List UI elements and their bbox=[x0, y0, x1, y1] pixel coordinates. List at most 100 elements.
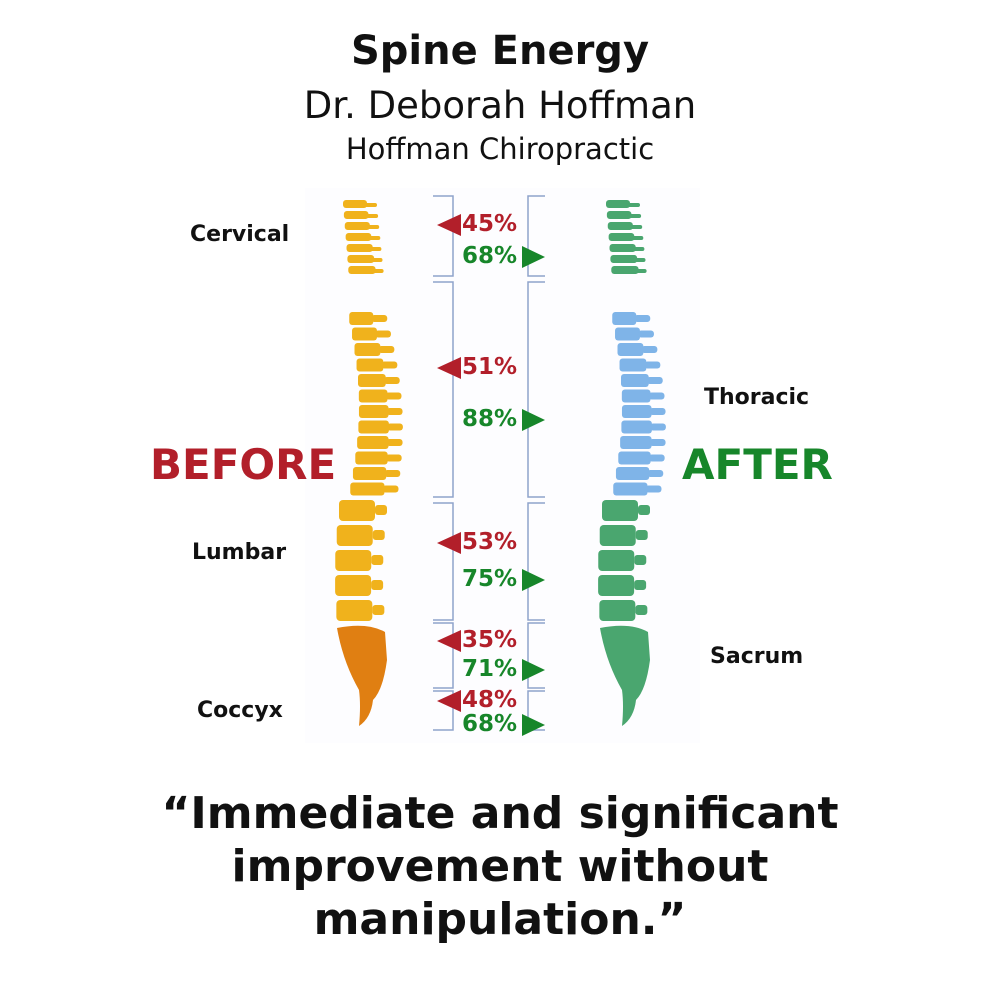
before-spine-cervical-vertebra bbox=[343, 211, 369, 219]
before-spine-cervical-process bbox=[365, 225, 380, 229]
green-arrow-right-icon bbox=[522, 409, 545, 431]
left-bracket bbox=[433, 502, 454, 621]
after-spine-thoracic-process bbox=[645, 485, 662, 493]
practice-name: Hoffman Chiropractic bbox=[345, 132, 655, 166]
after-spine-thoracic-process bbox=[637, 330, 654, 338]
after-spine-thoracic-vertebra bbox=[621, 420, 652, 434]
before-spine-lumbar-vertebra bbox=[336, 525, 373, 546]
after-spine-cervical-process bbox=[628, 225, 643, 229]
before-label: BEFORE bbox=[150, 440, 337, 489]
thoracic-before: 51% bbox=[462, 354, 518, 380]
lumbar-after: 75% bbox=[462, 566, 518, 592]
before-spine-thoracic-vertebra bbox=[352, 327, 377, 341]
red-arrow-left-icon bbox=[437, 214, 461, 236]
after-spine-cervical-vertebra bbox=[606, 211, 632, 219]
before-spine-thoracic-vertebra bbox=[350, 482, 385, 496]
after-spine-thoracic-vertebra bbox=[621, 405, 652, 418]
after-spine-thoracic-process bbox=[649, 439, 666, 446]
left-bracket bbox=[433, 281, 454, 498]
after-spine-thoracic-vertebra bbox=[619, 358, 647, 372]
cervical-after: 68% bbox=[462, 243, 518, 269]
before-spine-thoracic-vertebra bbox=[358, 420, 389, 434]
before-spine-cervical-vertebra bbox=[343, 200, 367, 208]
before-spine-thoracic-process bbox=[386, 439, 403, 446]
before-spine-thoracic-process bbox=[383, 377, 400, 384]
green-arrow-right-icon bbox=[522, 714, 545, 736]
after-spine-lumbar-vertebra bbox=[598, 550, 635, 571]
after-spine-lumbar-process bbox=[635, 605, 648, 615]
before-spine-thoracic-process bbox=[385, 392, 402, 400]
right-bracket bbox=[527, 195, 545, 277]
quote-line-3: manipulation.” bbox=[313, 894, 687, 945]
before-spine-thoracic-vertebra bbox=[358, 374, 386, 387]
after-spine-thoracic-process bbox=[649, 423, 666, 431]
before-spine-lumbar-process bbox=[375, 505, 387, 515]
before-spine-thoracic-vertebra bbox=[358, 405, 389, 418]
after-spine-cervical-process bbox=[632, 269, 647, 273]
after-spine-cervical-process bbox=[630, 247, 645, 251]
lumbar-before: 53% bbox=[462, 529, 518, 555]
before-spine-lumbar-vertebra bbox=[336, 600, 373, 621]
after-spine-thoracic-vertebra bbox=[617, 343, 644, 356]
before-spine-lumbar-vertebra bbox=[335, 550, 372, 571]
red-arrow-left-icon bbox=[437, 357, 461, 379]
green-arrow-right-icon bbox=[522, 246, 545, 268]
label-thoracic: Thoracic bbox=[704, 385, 810, 410]
before-spine-cervical-process bbox=[367, 247, 382, 251]
after-spine-thoracic-vertebra bbox=[621, 389, 651, 403]
before-spine-thoracic-vertebra bbox=[352, 467, 387, 480]
after-spine-lumbar-process bbox=[634, 555, 647, 565]
before-spine-thoracic-vertebra bbox=[354, 343, 381, 356]
before-spine-lumbar-process bbox=[372, 605, 385, 615]
before-spine-thoracic-process bbox=[385, 454, 402, 462]
after-spine-cervical-process bbox=[631, 258, 646, 262]
left-bracket bbox=[433, 690, 454, 731]
quote-line-2: improvement without bbox=[231, 841, 769, 892]
green-arrow-right-icon bbox=[522, 569, 545, 591]
before-spine-cervical-vertebra bbox=[344, 222, 370, 230]
after-spine-cervical-vertebra bbox=[607, 222, 633, 230]
after-spine-thoracic-process bbox=[648, 454, 665, 462]
before-spine-thoracic-process bbox=[378, 346, 395, 353]
sacrum-before: 35% bbox=[462, 627, 518, 653]
coccyx-before: 48% bbox=[462, 687, 518, 713]
after-spine-lumbar-vertebra bbox=[599, 525, 636, 546]
red-arrow-left-icon bbox=[437, 690, 461, 712]
left-bracket bbox=[433, 622, 454, 689]
label-cervical: Cervical bbox=[190, 222, 290, 247]
before-spine-thoracic-process bbox=[386, 423, 403, 431]
before-spine-sacrum bbox=[337, 625, 387, 726]
after-spine-thoracic-process bbox=[647, 470, 664, 477]
before-spine-cervical-vertebra bbox=[345, 233, 372, 241]
left-bracket bbox=[433, 195, 454, 277]
after-spine-thoracic-process bbox=[641, 346, 658, 353]
before-spine-thoracic-process bbox=[382, 485, 399, 493]
after-spine-thoracic-vertebra bbox=[615, 467, 650, 480]
cervical-before: 45% bbox=[462, 211, 518, 237]
right-bracket bbox=[527, 622, 545, 689]
before-spine-lumbar-vertebra bbox=[339, 500, 375, 521]
after-spine-thoracic-process bbox=[649, 408, 666, 415]
after-spine-thoracic-vertebra bbox=[620, 436, 652, 449]
before-spine-thoracic-vertebra bbox=[356, 358, 384, 372]
after-spine-thoracic-vertebra bbox=[612, 312, 637, 325]
before-spine-thoracic-process bbox=[374, 330, 391, 338]
before-spine-thoracic-vertebra bbox=[357, 436, 389, 449]
before-spine-cervical-process bbox=[369, 269, 384, 273]
after-spine-cervical-vertebra bbox=[611, 266, 639, 274]
before-spine-cervical-vertebra bbox=[348, 266, 376, 274]
after-spine-cervical-vertebra bbox=[610, 255, 638, 263]
before-spine-lumbar-vertebra bbox=[335, 575, 372, 596]
quote-line-1: “Immediate and significant bbox=[161, 788, 839, 839]
after-spine-lumbar-vertebra bbox=[602, 500, 638, 521]
after-spine-cervical-vertebra bbox=[609, 244, 636, 252]
right-bracket bbox=[527, 502, 545, 621]
after-spine-lumbar-vertebra bbox=[599, 600, 636, 621]
before-spine-cervical-process bbox=[366, 236, 381, 240]
before-spine-thoracic-process bbox=[381, 361, 398, 369]
before-spine-cervical-process bbox=[368, 258, 383, 262]
before-spine-cervical-vertebra bbox=[347, 255, 375, 263]
before-spine-cervical-vertebra bbox=[346, 244, 373, 252]
after-spine-cervical-process bbox=[626, 203, 640, 207]
before-spine-lumbar-process bbox=[372, 530, 385, 540]
